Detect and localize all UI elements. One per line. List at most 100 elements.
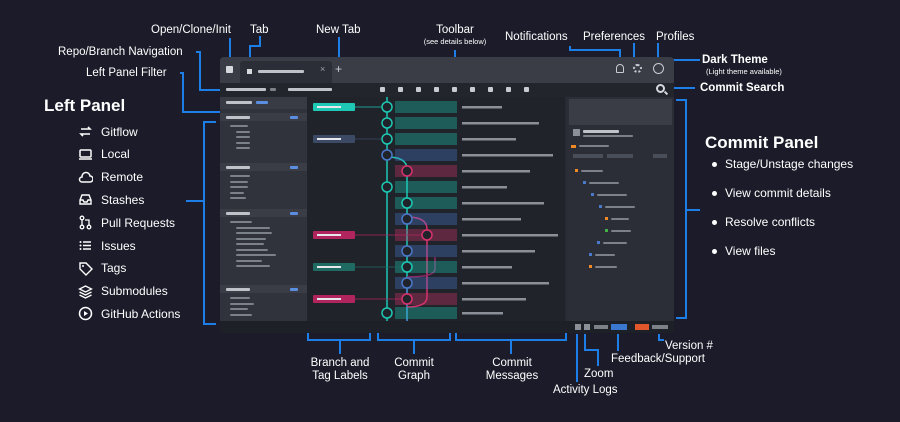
callout-notifications: Notifications [505, 31, 568, 43]
callout-new-tab: New Tab [316, 24, 361, 36]
file-tree-icon [599, 205, 602, 208]
commit-node [381, 117, 393, 129]
title-bar: × + [220, 57, 674, 83]
left-panel-item-label: Pull Requests [101, 215, 176, 230]
toolbar-button-icon[interactable] [470, 87, 475, 92]
left-panel-item: Local [78, 147, 130, 162]
toolbar-button-icon[interactable] [380, 87, 385, 92]
file-tree-icon [583, 181, 586, 184]
profile-icon[interactable] [653, 63, 664, 74]
left-panel-row [236, 136, 250, 138]
toolbar-button-icon[interactable] [398, 87, 403, 92]
commit-message-line [462, 218, 521, 221]
commit-message-line [462, 170, 530, 173]
toolbar-button-icon[interactable] [506, 87, 511, 92]
toolbar-button-icon[interactable] [488, 87, 493, 92]
bullet-dot [712, 248, 717, 254]
callout-version: Version # [665, 340, 713, 352]
commit-node [401, 165, 413, 177]
left-panel-row [230, 197, 246, 199]
left-panel-row [230, 221, 252, 223]
toolbar-button-icon[interactable] [434, 87, 439, 92]
zoom-icon[interactable] [584, 324, 590, 330]
repo-tab[interactable]: × [240, 61, 332, 83]
open-clone-init-icon[interactable] [226, 66, 233, 73]
left-panel-row [236, 130, 250, 133]
file-tree-row [589, 182, 619, 184]
commit-meta-line [583, 135, 633, 137]
commit-message-line [462, 250, 535, 253]
callout-branch-tag-labels: Branch and Tag Labels [300, 357, 380, 383]
left-panel-row [230, 297, 250, 299]
commit-message-line [462, 138, 516, 141]
cloud-icon [78, 171, 93, 183]
file-tab-a [573, 154, 603, 158]
gear-icon[interactable] [633, 64, 642, 73]
commit-panel-item-label: Stage/Unstage changes [725, 157, 854, 171]
commit-graph [313, 97, 558, 321]
file-tab-c [653, 154, 667, 158]
toolbar-button-icon[interactable] [452, 87, 457, 92]
branch-nav-placeholder[interactable] [288, 88, 332, 91]
commit-panel-item: View commit details [712, 186, 831, 200]
callout-dark-theme: Dark Theme (Light theme available) [702, 54, 782, 76]
branch-label-text [317, 234, 341, 236]
zoom-level-placeholder[interactable] [594, 325, 608, 329]
callout-open-clone-init: Open/Clone/Init [151, 24, 231, 36]
toolbar-button-icon[interactable] [416, 87, 421, 92]
commit-node [401, 277, 413, 289]
search-icon[interactable] [656, 84, 665, 93]
branch-label-text [317, 298, 341, 300]
left-panel-item: GitHub Actions [78, 306, 180, 321]
left-panel-row [230, 186, 248, 188]
left-panel-item-label: Gitflow [101, 124, 138, 139]
left-panel [220, 97, 307, 321]
left-panel-item-label: Submodules [101, 284, 168, 299]
file-tree-icon [589, 253, 592, 256]
feedback-support-button[interactable] [635, 324, 649, 330]
repo-nav-placeholder[interactable] [226, 88, 266, 91]
section-label [226, 165, 250, 169]
callout-toolbar-sub: (see details below) [423, 37, 487, 46]
toolbar-button-icon[interactable] [524, 87, 529, 92]
tab-title-placeholder [258, 70, 304, 73]
left-panel-row [236, 237, 266, 240]
section-label [226, 211, 250, 215]
commit-row-highlight [395, 307, 457, 319]
left-panel-section-header [220, 163, 307, 171]
left-panel-row [230, 302, 254, 305]
play-circle-icon [78, 307, 93, 321]
laptop-icon [79, 149, 92, 160]
file-tree-icon [605, 229, 608, 232]
commit-message-line [462, 186, 507, 189]
commit-panel-item: Resolve conflicts [712, 215, 815, 229]
new-tab-icon[interactable]: + [335, 62, 343, 76]
callout-commit-graph-line1: Commit [394, 357, 434, 369]
commit-row-highlight [395, 117, 457, 129]
callout-commit-graph: Commit Graph [384, 357, 444, 383]
activity-logs-icon[interactable] [575, 324, 581, 330]
left-panel-item: Pull Requests [78, 215, 175, 230]
tab-repo-icon [247, 69, 252, 74]
callout-tab: Tab [250, 24, 269, 36]
left-panel-row [236, 265, 270, 267]
commit-sha-line [579, 145, 609, 147]
bullet-dot [712, 161, 717, 167]
left-panel-item: Submodules [78, 284, 168, 299]
commit-message-line [462, 202, 544, 205]
callout-branch-tag-labels-line1: Branch and [310, 357, 370, 369]
left-panel-row [236, 232, 272, 234]
feedback-button[interactable] [611, 324, 627, 330]
commit-panel-item: View files [712, 244, 775, 258]
bell-icon[interactable] [616, 64, 624, 73]
left-panel-row [236, 243, 264, 245]
tab-close-icon[interactable]: × [320, 64, 326, 74]
commit-node [381, 133, 393, 145]
commit-message-line [462, 122, 539, 125]
left-panel-item-label: Issues [101, 238, 136, 253]
left-panel-row [230, 313, 252, 316]
callout-dark-theme-label: Dark Theme [702, 54, 768, 66]
commit-node [401, 261, 413, 273]
tag-icon [79, 262, 93, 276]
left-panel-section-header [220, 113, 307, 121]
